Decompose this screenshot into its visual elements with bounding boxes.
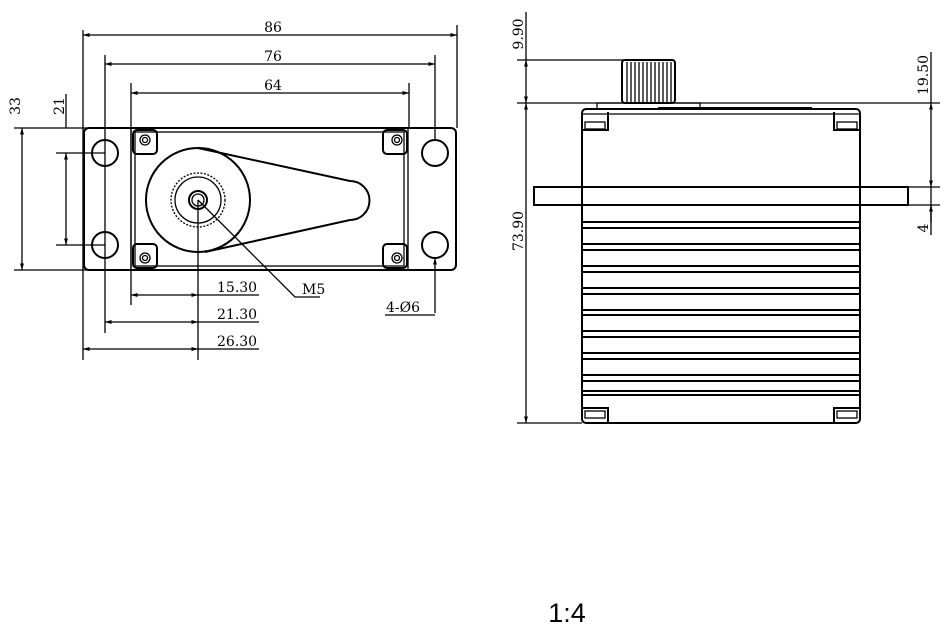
front-view: 86 76 64 33 21 15.30 21.30 26.30 M5 4-Ø6: [8, 20, 458, 360]
dim-spline-height: 9.90: [511, 18, 527, 49]
body-outline: [130, 127, 409, 271]
dim-top-to-flange: 19.50: [916, 55, 932, 95]
dim-hole-spacing-width: 76: [264, 49, 282, 65]
case-tabs: [582, 112, 860, 423]
dim-overall-height: 33: [8, 97, 24, 115]
dim-shaft-from-body: 15.30: [217, 280, 257, 296]
dim-body-width: 64: [264, 78, 282, 94]
dim-shaft-from-edge: 26.30: [217, 334, 257, 350]
body-inner-outline: [134, 131, 405, 267]
dim-hole-spacing-height: 21: [52, 97, 68, 115]
cooling-fins: [581, 221, 861, 396]
side-dimension-lines: [517, 12, 940, 424]
mounting-plate-outline: [83, 127, 457, 271]
dim-flange-thickness: 4: [916, 223, 932, 232]
output-spline: [621, 59, 676, 104]
dim-body-height: 73.90: [511, 211, 527, 251]
corner-screws: [132, 129, 408, 269]
dim-shaft-from-hole: 21.30: [217, 307, 257, 323]
servo-horn: [145, 147, 371, 253]
hole-label: 4-Ø6: [386, 300, 420, 316]
mounting-flange: [533, 186, 909, 206]
thread-label: M5: [302, 282, 325, 298]
scale-label: 1:4: [548, 598, 586, 628]
dim-overall-width: 86: [264, 20, 282, 36]
side-view: 9.90 19.50 4 73.90: [511, 12, 940, 424]
front-dimension-lines: [14, 25, 458, 360]
